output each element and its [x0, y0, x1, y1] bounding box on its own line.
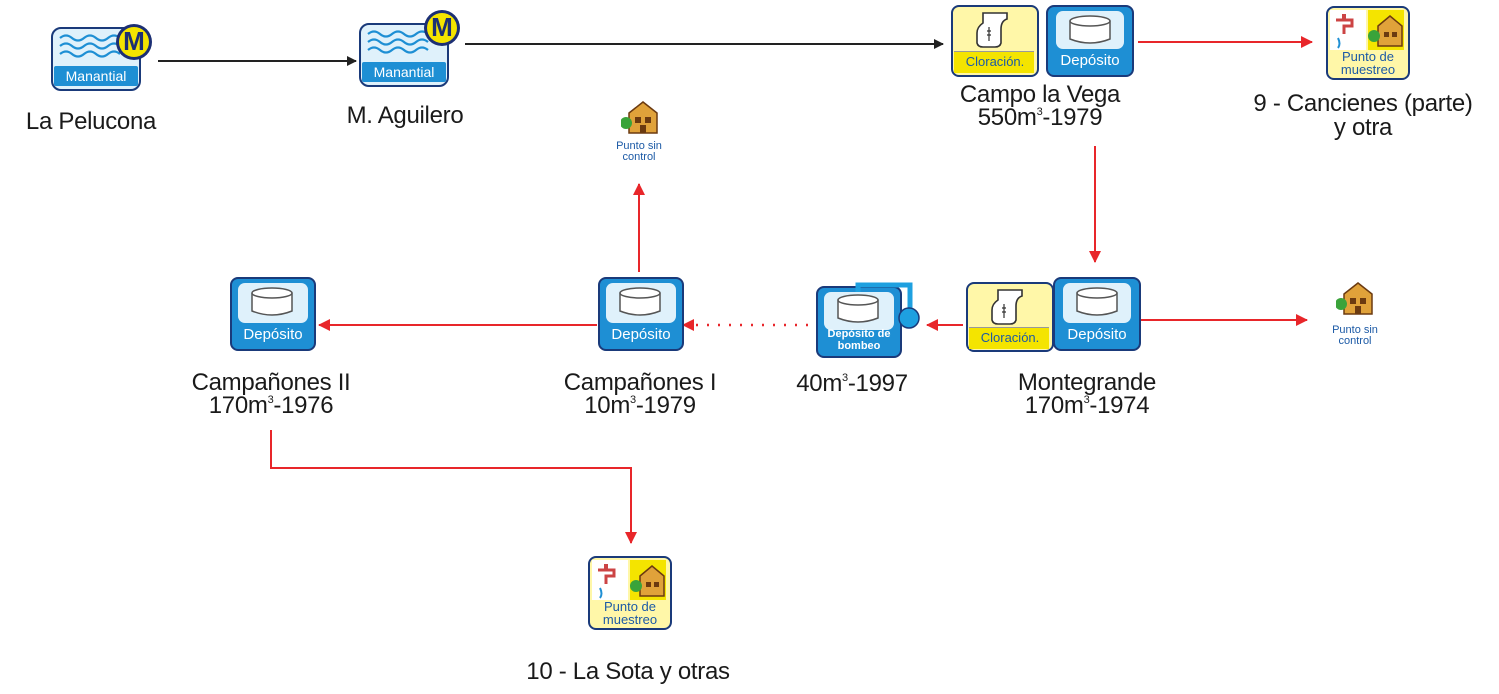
tap-and-house-icon — [592, 560, 666, 600]
tile-label-muestreo-1: Punto de — [1341, 49, 1395, 64]
label-aguilero: M. Aguilero — [346, 102, 464, 129]
tile-label-manantial: Manantial — [373, 64, 435, 80]
label-la-pelucona: La Pelucona — [25, 108, 157, 135]
pump-tank-icon — [824, 292, 894, 330]
manantial-aguilero: Manantial M — [358, 10, 464, 95]
tile-label-deposito: Depósito — [1067, 326, 1127, 343]
tap-and-house-icon — [1330, 10, 1404, 50]
tank-cylinder-icon — [238, 283, 308, 323]
label-campo-vega-cap: 550m3-1979 — [977, 104, 1103, 131]
tile-label-deposito: Depósito — [243, 326, 303, 343]
tank-cylinder-icon — [1063, 283, 1131, 323]
muestreo-cancienes: Punto de muestreo — [1326, 6, 1410, 80]
label-cancienes-1: 9 - Cancienes (parte) — [1253, 90, 1473, 117]
deposito-campanones-1: Depósito — [598, 277, 684, 351]
cloracion-montegrande: Cloración. — [966, 282, 1054, 352]
label-sin-control-right-1: Punto sin — [1332, 324, 1378, 336]
tile-label-bombeo-1: Depósito de — [827, 328, 891, 340]
manantial-la-pelucona: Manantial M — [50, 24, 156, 99]
label-sin-control-right-2: control — [1338, 335, 1372, 347]
sin-control-top — [620, 99, 661, 140]
label-campanones-2-cap: 170m3-1976 — [208, 392, 334, 419]
label-campanones-1-cap: 10m3-1979 — [584, 392, 696, 419]
chlorination-flask-icon — [991, 289, 1023, 325]
label-sin-control-top-2: control — [622, 151, 656, 163]
label-cancienes-2: y otra — [1333, 114, 1393, 141]
label-montegrande-name: Montegrande — [1017, 369, 1157, 396]
sin-control-right — [1335, 280, 1376, 321]
tile-label-muestreo-2: muestreo — [602, 612, 658, 627]
label-la-sota: 10 - La Sota y otras — [526, 658, 730, 685]
tank-cylinder-icon — [1056, 11, 1124, 49]
cloracion-campo-vega: Cloración. — [951, 5, 1039, 77]
flow-campanones-2-to-la-sota — [270, 430, 637, 544]
spring-waves-icon — [359, 10, 460, 87]
deposito-bombeo: Depósito de bombeo — [816, 286, 902, 358]
tile-label-deposito: Depósito — [1060, 52, 1120, 69]
chlorination-flask-icon — [976, 12, 1008, 48]
tile-label-cloracion: Cloración. — [965, 54, 1025, 69]
spring-waves-icon — [51, 24, 152, 91]
muestreo-la-sota: Punto de muestreo — [588, 556, 672, 630]
house-icon — [1335, 282, 1373, 315]
tile-label-deposito: Depósito — [611, 326, 671, 343]
label-bombeo-cap: 40m3-1997 — [796, 370, 908, 397]
tile-label-muestreo-2: muestreo — [1340, 62, 1396, 77]
label-montegrande-cap: 170m3-1974 — [1024, 392, 1150, 419]
house-icon — [620, 101, 658, 134]
tile-label-manantial: Manantial — [65, 68, 127, 84]
tank-cylinder-icon — [606, 283, 676, 323]
deposito-campo-vega: Depósito — [1046, 5, 1134, 77]
deposito-montegrande: Depósito — [1053, 277, 1141, 351]
label-campo-vega-name: Campo la Vega — [959, 81, 1121, 108]
label-campanones-2-name: Campañones II — [191, 369, 351, 396]
badge-m: M — [123, 26, 145, 56]
tile-label-cloracion: Cloración. — [980, 330, 1040, 345]
tile-label-bombeo-2: bombeo — [837, 340, 881, 352]
deposito-campanones-2: Depósito — [230, 277, 316, 351]
label-sin-control-top-1: Punto sin — [616, 140, 662, 152]
label-campanones-1-name: Campañones I — [563, 369, 717, 396]
badge-m: M — [431, 12, 453, 42]
pump-pipe-icon — [855, 282, 920, 329]
tile-label-muestreo-1: Punto de — [603, 599, 657, 614]
